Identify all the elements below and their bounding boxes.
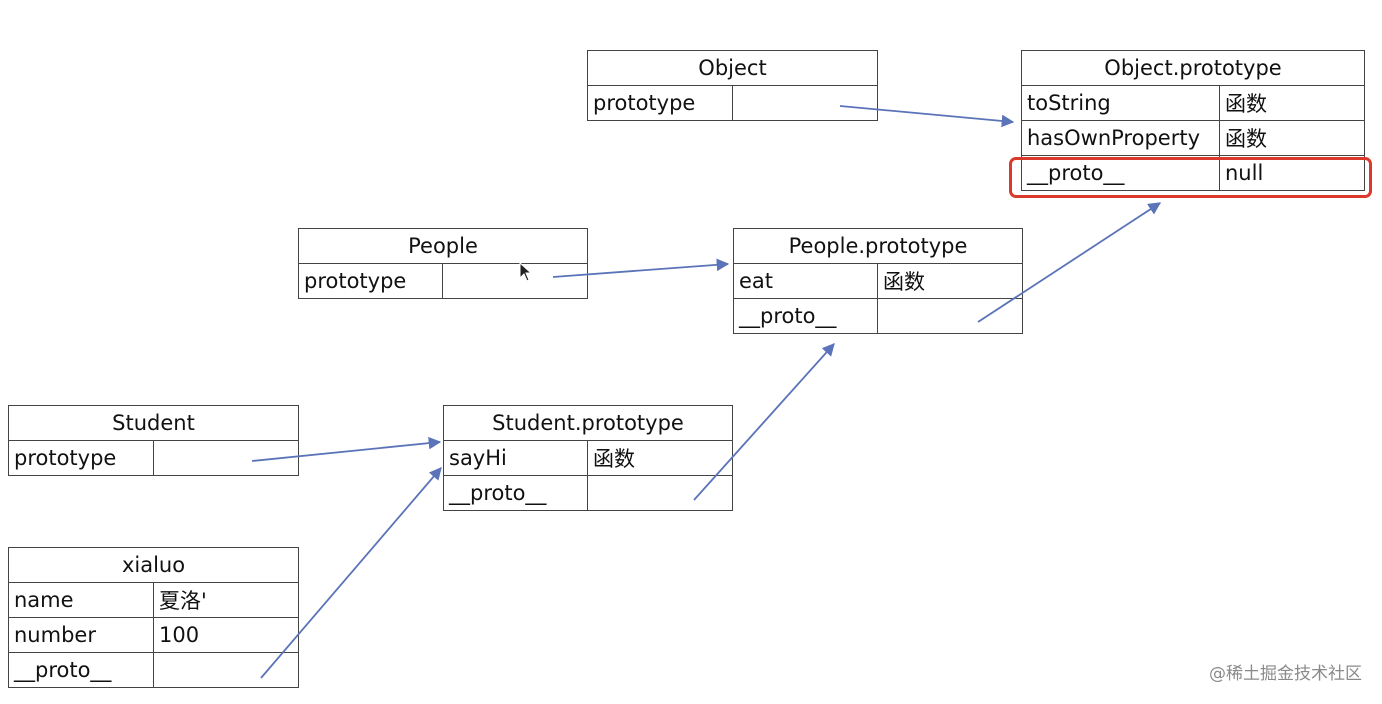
object-prototype-key: prototype <box>587 85 733 121</box>
people-prototype-box: People.prototype eat 函数 __proto__ <box>732 228 1024 334</box>
object-prototype-box: Object.prototype toString 函数 hasOwnPrope… <box>1020 50 1366 191</box>
arrow-people-to-people-prototype <box>552 258 730 278</box>
object-box-title: Object <box>587 50 878 86</box>
arrow-student-to-student-prototype <box>251 436 442 462</box>
object-prototype-value <box>732 85 878 121</box>
student-box: Student prototype <box>7 405 300 476</box>
xialuo-proto-key: __proto__ <box>8 652 154 688</box>
number-value: 100 <box>153 617 299 653</box>
people-prototype-proto-key: __proto__ <box>733 298 878 334</box>
sayhi-value: 函数 <box>587 440 733 476</box>
object-prototype-box-title: Object.prototype <box>1020 50 1366 86</box>
hasownproperty-key: hasOwnProperty <box>1021 120 1220 156</box>
people-prototype-proto-value <box>876 298 1024 334</box>
student-box-title: Student <box>7 405 300 441</box>
arrow-people-prototype-to-object-prototype <box>977 202 1162 323</box>
people-prototype-box-title: People.prototype <box>732 228 1024 264</box>
student-prototype-proto-value <box>587 475 733 511</box>
arrow-student-prototype-to-people-prototype <box>693 343 835 501</box>
number-key: number <box>8 617 154 653</box>
object-box: Object prototype <box>587 50 878 121</box>
proto-null-highlight <box>1009 157 1372 198</box>
object-prototype-proto-key: __proto__ <box>1021 155 1220 191</box>
people-box: People prototype <box>298 228 588 299</box>
eat-value: 函数 <box>876 263 1024 299</box>
name-key: name <box>8 582 154 618</box>
name-value: 夏洛' <box>153 582 299 618</box>
student-prototype-box-title: Student.prototype <box>443 405 733 441</box>
arrow-xialuo-to-student-prototype <box>260 467 442 679</box>
hasownproperty-value: 函数 <box>1218 120 1366 156</box>
mouse-cursor-icon <box>519 262 533 282</box>
people-prototype-value <box>442 263 588 299</box>
xialuo-proto-value <box>153 652 299 688</box>
student-prototype-key: prototype <box>8 440 154 476</box>
watermark: @稀土掘金技术社区 <box>1209 664 1362 684</box>
student-prototype-proto-key: __proto__ <box>443 475 588 511</box>
xialuo-box: xialuo name 夏洛' number 100 __proto__ <box>8 547 299 688</box>
student-prototype-box: Student.prototype sayHi 函数 __proto__ <box>443 405 733 511</box>
sayhi-key: sayHi <box>443 440 588 476</box>
object-prototype-proto-value: null <box>1218 155 1366 191</box>
tostring-value: 函数 <box>1218 85 1366 121</box>
arrow-object-to-object-prototype <box>839 105 1015 128</box>
xialuo-box-title: xialuo <box>8 547 299 583</box>
student-prototype-value <box>152 440 300 476</box>
people-prototype-key: prototype <box>298 263 443 299</box>
tostring-key: toString <box>1021 85 1220 121</box>
